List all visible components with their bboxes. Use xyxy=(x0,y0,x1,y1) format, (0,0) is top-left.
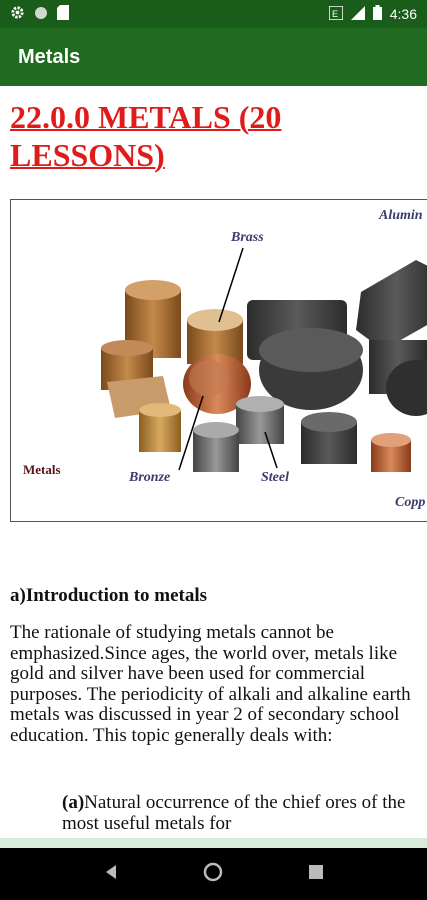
list-item-text: Natural occurrence of the chief ores of … xyxy=(62,792,406,834)
sd-card-icon xyxy=(57,5,69,23)
back-button[interactable] xyxy=(91,854,131,894)
back-icon xyxy=(104,864,118,885)
circle-icon xyxy=(34,6,48,23)
svg-text:E: E xyxy=(332,9,338,19)
label-aluminium: Alumin xyxy=(379,208,423,223)
status-bar: E 4:36 xyxy=(0,0,427,28)
metals-illustration xyxy=(101,247,427,472)
wifi-icon: E xyxy=(328,4,344,23)
list-item: (a)Natural occurrence of the chief ores … xyxy=(62,792,420,834)
label-steel: Steel xyxy=(261,470,289,485)
intro-paragraph: The rationale of studying metals cannot … xyxy=(10,622,411,746)
figure-caption: Metals xyxy=(23,462,61,477)
recents-icon xyxy=(308,864,324,885)
list-marker: (a) xyxy=(62,792,85,813)
nav-bar xyxy=(0,848,427,900)
metals-figure: Brass Alumin Bronze Steel Copp Metals xyxy=(10,199,427,522)
home-icon xyxy=(203,862,223,887)
battery-icon xyxy=(372,5,382,23)
home-button[interactable] xyxy=(193,854,233,894)
section-heading: a)Introduction to metals xyxy=(10,585,208,606)
label-bronze: Bronze xyxy=(129,470,171,485)
bottom-strip xyxy=(0,838,427,848)
lesson-title: 22.0.0 METALS (20 LESSONS) xyxy=(10,99,282,173)
label-copper: Copp xyxy=(395,495,426,510)
app-bar: Metals xyxy=(0,28,427,86)
content-scroll[interactable]: 22.0.0 METALS (20 LESSONS) xyxy=(0,86,427,838)
recents-button[interactable] xyxy=(296,854,336,894)
gear-icon xyxy=(10,5,25,23)
label-brass: Brass xyxy=(231,230,264,245)
app-bar-title: Metals xyxy=(18,45,81,68)
status-time: 4:36 xyxy=(389,6,417,22)
signal-icon xyxy=(350,5,365,23)
